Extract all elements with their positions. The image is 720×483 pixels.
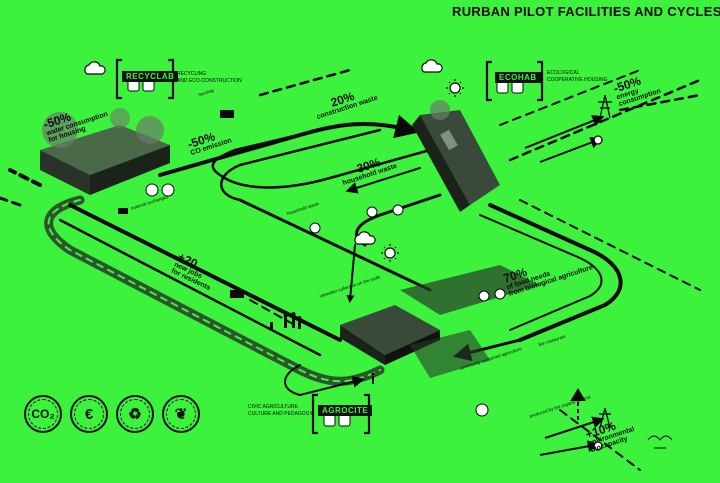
recycle-bin-icon xyxy=(309,222,321,234)
recycle-bin-icon xyxy=(475,403,489,417)
ecohab-desc-line1: ECOLOGICAL xyxy=(547,70,580,76)
bulb-icon xyxy=(593,135,603,145)
euro-legend: € xyxy=(70,395,108,433)
ecohab-building xyxy=(412,100,500,212)
weather-icons xyxy=(84,59,464,262)
ecohab-desc-line2: COOPERATIVE HOUSING xyxy=(547,77,608,83)
agrocite-desc-line1: CIVIC AGRICULTURE xyxy=(248,404,298,410)
co2-legend-ring xyxy=(28,399,58,429)
sun-icon xyxy=(381,244,399,262)
agrocite-building xyxy=(340,265,540,378)
facility-icon-boxes xyxy=(127,79,524,427)
bulb-icon xyxy=(593,441,603,451)
carrot-icon xyxy=(478,290,490,302)
pylon-icon xyxy=(598,94,612,119)
recyclab-facility: RECYCLAB xyxy=(122,66,179,84)
construction-waste-loop xyxy=(158,114,432,189)
recyclab-desc-line1: RECYCLING xyxy=(177,71,207,77)
agrocite-facility: AGROCITE xyxy=(318,400,373,418)
energy-arrows xyxy=(524,115,605,456)
ecohab-badge: ECOHAB xyxy=(495,72,541,83)
biodiversity-legend: ❦ xyxy=(162,395,200,433)
pollinator-icon xyxy=(647,435,673,449)
biocapacity-arrow xyxy=(570,388,586,420)
recycle-bin-icon xyxy=(145,183,159,197)
recyclab-desc-line2: AND ECO-CONSTRUCTION xyxy=(177,78,242,84)
ecohab-facility: ECOHAB xyxy=(495,67,541,85)
pylon-icons xyxy=(593,94,612,451)
cloud-icon xyxy=(354,231,376,245)
page-title: RURBAN PILOT FACILITIES AND CYCLES xyxy=(452,4,720,19)
co2-legend: CO₂ xyxy=(24,395,62,433)
cloud-icon xyxy=(84,61,106,75)
waste-legend: ♻ xyxy=(116,395,154,433)
recyclab-building xyxy=(40,108,170,195)
biodiversity-legend-ring xyxy=(166,399,196,429)
dashed-flows xyxy=(0,68,702,471)
agrocite-desc-line2: CULTURE AND PEDAGOGY xyxy=(248,411,313,417)
people-figures xyxy=(118,110,375,384)
agrocite-badge: AGROCITE xyxy=(318,405,373,416)
euro-legend-ring xyxy=(74,399,104,429)
central-paths xyxy=(220,128,432,304)
recycle-bin-icon xyxy=(366,206,378,218)
inline-icons xyxy=(145,183,506,417)
sun-icon xyxy=(446,79,464,97)
waste-legend-ring xyxy=(120,399,150,429)
euro-icon xyxy=(161,183,175,197)
recyclab-badge: RECYCLAB xyxy=(122,71,179,82)
pylon-icon xyxy=(599,407,611,429)
sprout-icon xyxy=(494,288,506,300)
cloud-icon xyxy=(421,59,443,73)
leaf-icon xyxy=(392,204,404,216)
